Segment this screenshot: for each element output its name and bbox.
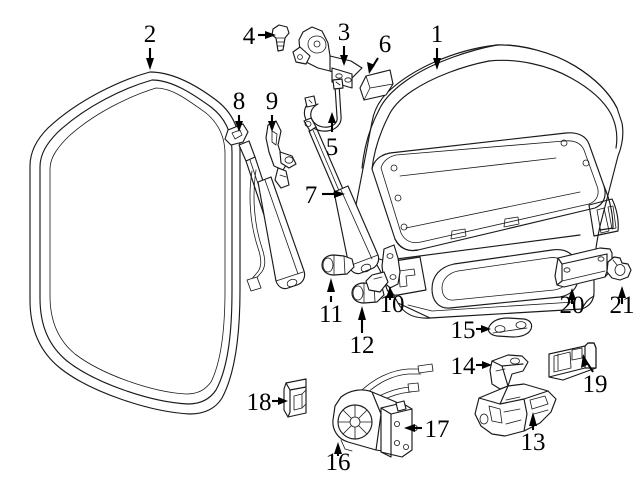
callout-leader-20 [568,288,576,304]
part-gas-lift-support[interactable] [303,117,380,275]
callout-leader-14 [476,361,492,369]
part-license-lamp-assembly[interactable] [548,342,597,381]
callout-leader-8 [235,115,243,132]
callout-label-20[interactable]: 20 [560,292,585,319]
part-latch-actuator-motor[interactable] [380,400,418,458]
callout-label-16[interactable]: 16 [326,449,351,476]
callout-label-14[interactable]: 14 [451,353,477,380]
callout-label-8[interactable]: 8 [233,88,246,115]
part-hinge-bolt[interactable] [271,24,290,52]
callout-label-10[interactable]: 10 [380,291,405,318]
part-stop-bumper-block[interactable] [359,69,394,101]
callout-leader-19 [581,354,594,373]
callout-leader-12 [358,306,366,333]
part-actuator-bracket[interactable] [265,120,297,189]
part-hinge[interactable] [292,26,363,89]
callout-label-13[interactable]: 13 [521,429,546,456]
callout-label-5[interactable]: 5 [326,134,339,161]
callout-leader-9 [268,115,276,132]
callout-leader-4 [258,31,276,39]
callout-label-15[interactable]: 15 [451,317,476,344]
callout-leader-17 [404,424,422,432]
part-striker-wedge[interactable] [489,354,529,390]
callout-label-4[interactable]: 4 [243,23,256,50]
part-weatherstrip-seal[interactable] [29,71,241,415]
callout-label-2[interactable]: 2 [144,21,157,48]
callout-label-9[interactable]: 9 [266,88,279,115]
part-striker-plate[interactable] [487,317,533,338]
callout-label-17[interactable]: 17 [425,416,450,443]
callout-label-19[interactable]: 19 [583,371,608,398]
callout-label-11[interactable]: 11 [319,301,343,328]
callout-leader-13 [529,412,537,430]
callout-leader-15 [476,325,491,333]
part-latch-cover-clip[interactable] [283,378,307,418]
callout-leader-5 [328,112,336,132]
callout-leader-6 [367,57,379,74]
callout-leader-21 [618,286,626,304]
callout-leader-1 [433,48,441,70]
part-trim-retainer-clip[interactable] [606,256,632,281]
callout-label-12[interactable]: 12 [350,332,375,359]
part-power-lift-actuator[interactable] [224,123,306,292]
callout-leader-3 [340,46,348,66]
part-liftgate-panel[interactable] [354,44,624,319]
callout-label-7[interactable]: 7 [305,182,318,209]
callout-leader-18 [272,397,288,405]
callout-leader-2 [146,48,154,70]
callout-label-18[interactable]: 18 [247,389,272,416]
callout-label-21[interactable]: 21 [610,292,635,319]
callout-leader-7 [322,190,345,198]
part-ball-stud-upper[interactable] [321,254,355,276]
callout-leader-10 [386,286,394,300]
callout-label-1[interactable]: 1 [431,21,444,48]
part-strut-mount-bracket[interactable] [365,244,401,293]
callout-label-3[interactable]: 3 [338,19,351,46]
callout-leader-16 [334,442,342,456]
callout-label-6[interactable]: 6 [379,31,392,58]
callout-leader-11 [327,278,335,302]
